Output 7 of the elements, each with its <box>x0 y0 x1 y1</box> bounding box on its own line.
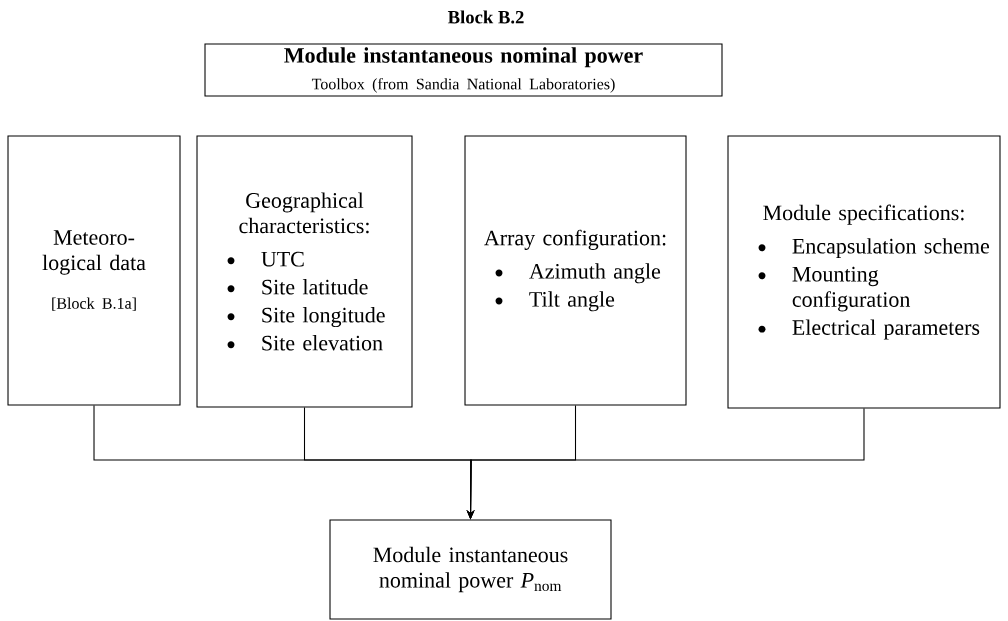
process-box: Meteoro-logical data [Block B.1a] <box>7 135 181 406</box>
process-box: Geographical characteristics: UTC Site latitude Site longitude Site elevation <box>196 135 413 408</box>
process-box: Array configuration: Azimuth angle Tilt angle <box>464 135 687 406</box>
process-box: Module specifications: Encapsulation scheme Mounting configuration Electrical parameters <box>727 135 1001 409</box>
process-box: Module instantaneous nominal power P$_{nom}$ <box>329 519 612 620</box>
process-box: Module instantaneous nominal power Toolbox (from Sandia National Laboratories) <box>204 43 723 97</box>
title: Block B.2 <box>447 10 524 24</box>
